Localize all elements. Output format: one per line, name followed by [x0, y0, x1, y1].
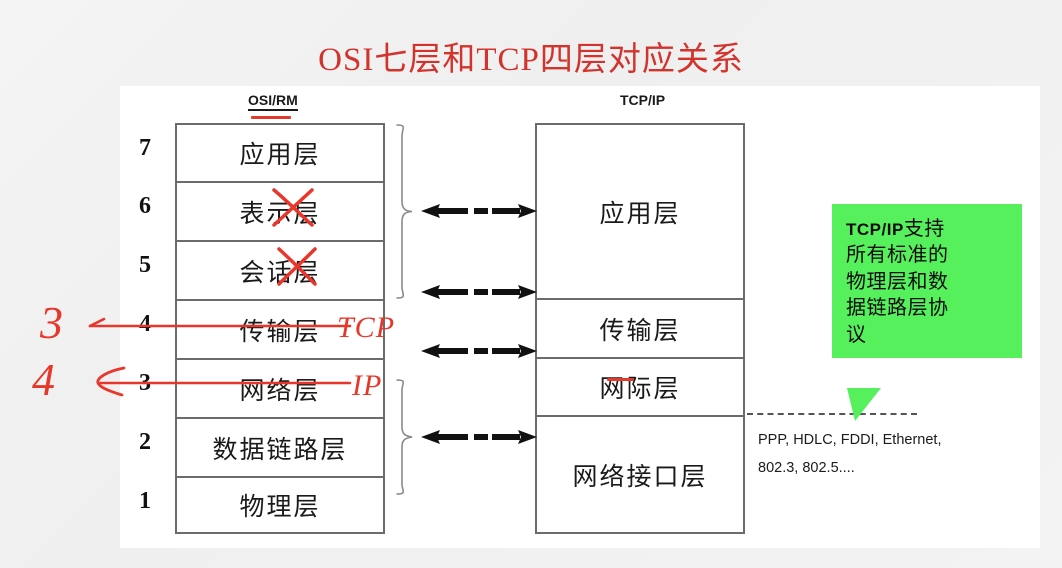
osi-layer-cell-1: 物理层: [239, 494, 321, 521]
strikeout-x-presentation-layer: [270, 184, 316, 230]
callout-line-1-cjk: 支持: [903, 218, 945, 240]
ink-leader-line-layer3: [78, 366, 353, 400]
ink-digit-three: 3: [40, 297, 63, 348]
tcpip-layer-cell-application: 应用层: [537, 125, 743, 300]
tcpip-layer-cell-transport: 传输层: [537, 300, 743, 359]
brace-upper-osi-group: [392, 123, 420, 300]
osi-layer-stack: 应用层 表示层 会话层 传输层 网络层 数据链路层 物理层: [175, 123, 385, 534]
tcpip-support-callout: TCP/IP支持 所有标准的 物理层和数 据链路层协 议: [832, 204, 1022, 358]
arrow-network-layer: [420, 341, 538, 361]
osi-layer-cell-4: 传输层: [177, 301, 383, 360]
callout-line-3: 物理层和数: [846, 270, 949, 293]
arrow-transport-layer: [420, 282, 538, 302]
osi-layer-index-6: 6: [139, 193, 151, 219]
page-title: OSI七层和TCP四层对应关系: [318, 42, 744, 78]
ink-label-ip: IP: [352, 369, 383, 402]
osi-layer-index-7: 7: [139, 135, 151, 161]
ink-digit-four: 4: [32, 354, 55, 405]
osi-layer-cell-7: 应用层: [177, 125, 383, 183]
callout-line-2: 所有标准的: [846, 244, 949, 267]
callout-line-4: 据链路层协: [846, 297, 949, 320]
ink-leader-line-layer4: [88, 312, 353, 338]
osi-layer-cell-6: 表示层: [177, 183, 383, 242]
diagram-panel: OSI/RM TCP/IP 7 6 5 4 3 2 1 应用层 表示层 会话层 …: [120, 86, 1040, 548]
osi-header-red-underline: [251, 116, 291, 119]
callout-line-1: TCP/IP支持: [846, 216, 1012, 242]
osi-layer-index-4: 4: [139, 311, 151, 337]
arrow-application-group: [420, 201, 538, 221]
tcpip-layer-cell-internet: 网际层: [537, 359, 743, 417]
brace-lower-osi-group: [392, 378, 420, 496]
osi-layer-index-5: 5: [139, 252, 151, 278]
protocol-list: PPP, HDLC, FDDI, Ethernet, 802.3, 802.5.…: [758, 426, 941, 483]
osi-layer-cell-2: 数据链路层: [177, 419, 383, 478]
osi-column-header: OSI/RM: [248, 92, 298, 111]
protocol-connector-dashed-line: [747, 413, 917, 415]
protocol-list-line-2: 802.3, 802.5....: [758, 460, 855, 477]
callout-line-1-latin: TCP/IP: [846, 220, 904, 239]
tcpip-column-header: TCP/IP: [620, 92, 666, 108]
internet-layer-red-underline: [607, 378, 634, 381]
strikeout-x-session-layer: [275, 244, 319, 288]
tcpip-layer-cell-network-interface: 网络接口层: [572, 463, 708, 491]
callout-line-5: 议: [846, 323, 867, 346]
arrow-network-interface-group: [420, 427, 538, 447]
protocol-list-line-1: PPP, HDLC, FDDI, Ethernet,: [758, 432, 942, 448]
ink-label-tcp: TCP: [337, 311, 396, 344]
tcpip-layer-stack: 应用层 传输层 网际层 网络接口层: [535, 123, 745, 534]
osi-layer-index-2: 2: [139, 429, 151, 455]
osi-layer-index-1: 1: [139, 488, 151, 514]
